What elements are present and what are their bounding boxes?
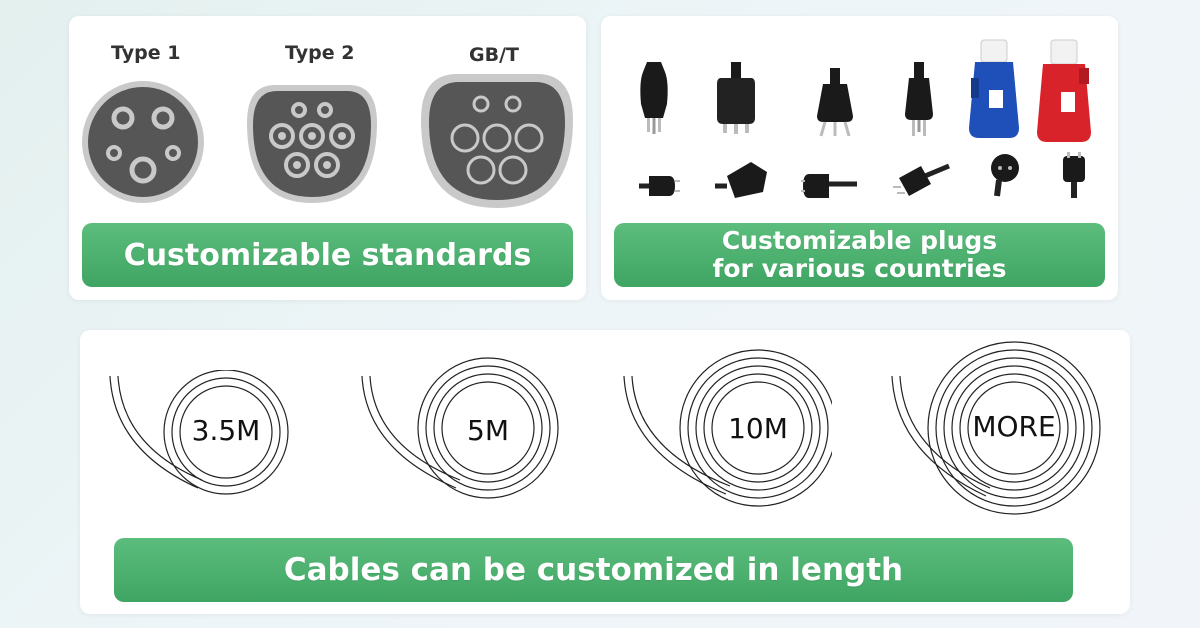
schuko-plug-small-icon: [991, 154, 1019, 197]
plugs-banner: Customizable plugs for various countries: [614, 223, 1105, 287]
standards-banner: Customizable standards: [82, 223, 573, 287]
cable-coil-icon: [623, 349, 832, 507]
us-plug-icon: [640, 62, 668, 134]
plugs-banner-line1: Customizable plugs: [721, 226, 998, 255]
cable-coil-icon: [109, 370, 289, 495]
eu-plug-icon: [905, 62, 933, 136]
nema-plug-small-icon: [1063, 152, 1085, 198]
au-plug-icon: [817, 68, 853, 137]
uk-plug-small-icon: [715, 162, 767, 198]
cable-coil-icon: [891, 341, 1101, 515]
gbt-label: GB/T: [469, 44, 519, 66]
type1-label: Type 1: [111, 42, 181, 64]
cables-banner: Cables can be customized in length: [114, 538, 1073, 602]
cables-card: 3.5M 5M 10M: [80, 330, 1130, 614]
plugs-banner-line2: for various countries: [712, 254, 1007, 283]
type2-label: Type 2: [285, 42, 355, 64]
cable-length-3-5m: 3.5M: [191, 414, 261, 447]
cable-length-more: MORE: [972, 410, 1056, 443]
industrial-red-plug-icon: [1037, 39, 1091, 142]
au-plug-small-icon: [801, 174, 857, 198]
cable-coil-icon: [361, 357, 559, 499]
type1-connector-icon: [82, 81, 204, 203]
plugs-card: Customizable plugs for various countries: [601, 16, 1118, 300]
type2-connector-icon: [247, 85, 377, 203]
gbt-connector-icon: [421, 74, 573, 208]
standards-banner-text: Customizable standards: [123, 237, 532, 273]
cables-banner-text: Cables can be customized in length: [283, 552, 904, 588]
industrial-blue-plug-icon: [969, 39, 1019, 138]
uk-plug-icon: [717, 62, 755, 134]
eu-plug-small-icon: [893, 163, 950, 196]
us-plug-small-icon: [639, 176, 680, 196]
standards-card: Type 1 Type 2 GB/T: [69, 16, 586, 300]
cable-length-10m: 10M: [728, 412, 788, 445]
cable-length-5m: 5M: [467, 414, 509, 447]
